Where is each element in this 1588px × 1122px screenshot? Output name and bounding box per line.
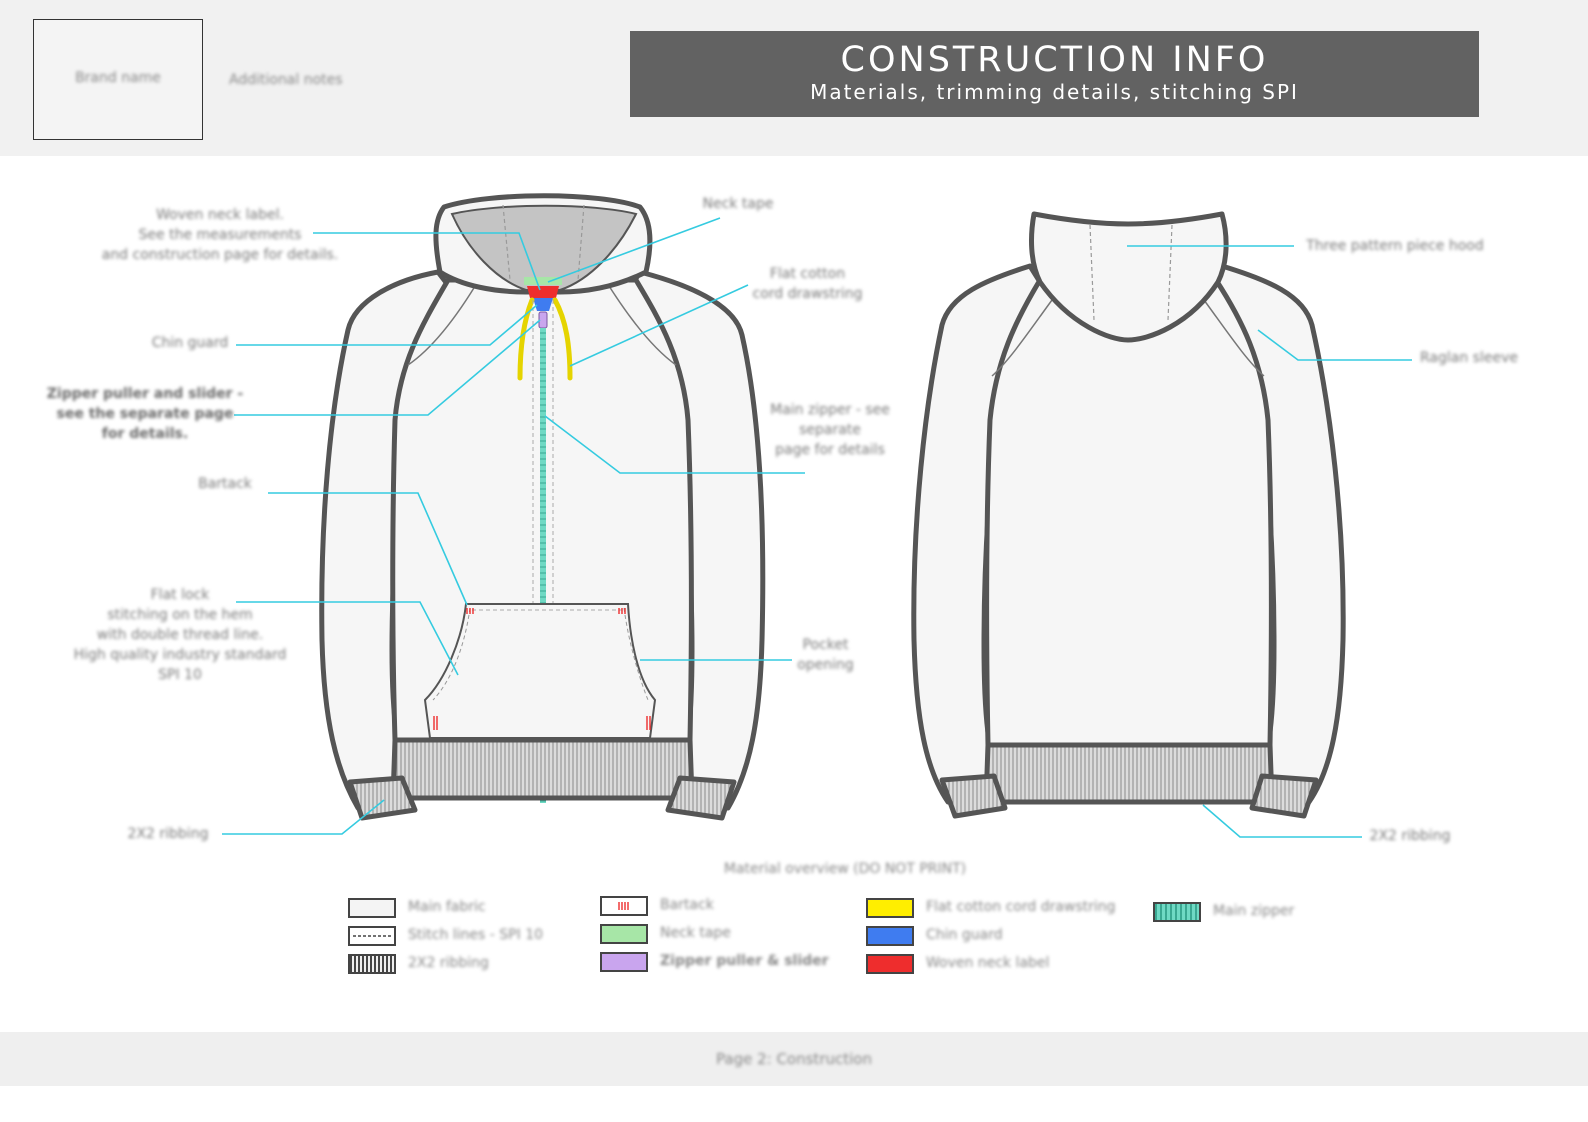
construction-diagram: Woven neck label. See the measurements a… [0, 156, 1588, 1032]
swatch-stitch-lines [348, 926, 396, 946]
callout-woven-neck-label: Woven neck label. See the measurements a… [101, 207, 339, 263]
title-banner: CONSTRUCTION INFO Materials, trimming de… [630, 31, 1479, 117]
back-body [984, 277, 1274, 748]
back-view [911, 211, 1346, 819]
page-subtitle: Materials, trimming details, stitching S… [810, 80, 1299, 104]
legend-title: Material overview (DO NOT PRINT) [723, 861, 967, 877]
callout-pocket-opening: Pocket opening [797, 637, 854, 673]
legend-label: Neck tape [660, 925, 731, 941]
back-left-cuff [939, 773, 1008, 819]
leader-raglan [1257, 329, 1412, 361]
hood-lining [450, 204, 638, 291]
swatch-chin-guard [866, 926, 914, 946]
footer-band: Page 2: Construction [0, 1032, 1588, 1086]
bartack-marks [433, 608, 651, 730]
leader-ribbing-front [222, 799, 385, 835]
swatch-neck-tape [600, 924, 648, 944]
brand-name: Brand name [75, 70, 161, 86]
callout-chin-guard: Chin guard [151, 335, 229, 351]
legend-label: Main zipper [1213, 903, 1295, 919]
callout-bartack: Bartack [198, 476, 252, 492]
chin-guard [533, 298, 553, 311]
swatch-bartack [600, 896, 648, 916]
front-view [319, 193, 766, 821]
legend-label: 2X2 ribbing [408, 955, 489, 971]
additional-notes: Additional notes [229, 72, 343, 88]
swatch-drawstring [866, 898, 914, 918]
zipper-puller [538, 311, 548, 329]
leader-zipper-puller [234, 319, 541, 416]
main-zipper [540, 328, 546, 803]
leader-drawstring [569, 284, 749, 367]
swatch-main-fabric [348, 898, 396, 918]
leader-neck-label [313, 232, 541, 291]
callout-neck-tape: Neck tape [702, 196, 774, 212]
swatch-zipper-puller [600, 952, 648, 972]
header-band: Brand name Additional notes CONSTRUCTION… [0, 0, 1588, 156]
callout-main-zipper: Main zipper - see separate page for deta… [770, 402, 890, 458]
back-hem-ribbing [983, 742, 1275, 805]
legend-label: Flat cotton cord drawstring [926, 899, 1116, 915]
legend-label: Main fabric [408, 899, 486, 915]
back-right-cuff [1249, 773, 1319, 819]
front-left-cuff [347, 775, 418, 821]
leader-chin-guard [236, 304, 538, 346]
page-title: CONSTRUCTION INFO [840, 40, 1269, 80]
leader-main-zipper [544, 415, 805, 474]
leader-flat-lock [236, 601, 459, 676]
front-right-cuff [665, 775, 737, 821]
legend-label: Zipper puller & slider [660, 953, 829, 969]
drawstring-right [552, 297, 573, 381]
swatch-ribbing [348, 954, 396, 974]
callout-raglan-sleeve: Raglan sleeve [1420, 350, 1518, 366]
swatch-woven-neck-label [866, 954, 914, 974]
brand-logo-box: Brand name [33, 19, 203, 140]
woven-neck-label [527, 286, 559, 298]
callout-ribbing-back: 2X2 ribbing [1369, 828, 1451, 844]
swatch-main-zipper [1153, 902, 1201, 922]
page-label: Page 2: Construction [716, 1050, 872, 1068]
callout-lines [222, 217, 1412, 838]
leader-neck-tape [547, 217, 721, 283]
legend-label: Chin guard [926, 927, 1003, 943]
leader-bartack [268, 492, 468, 606]
legend-label: Stitch lines - SPI 10 [408, 927, 544, 943]
callout-three-piece-hood: Three pattern piece hood [1306, 238, 1484, 254]
leader-ribbing-back [1202, 804, 1362, 838]
legend-label: Bartack [660, 897, 714, 913]
callout-flat-lock: Flat lock stitching on the hem with doub… [73, 587, 287, 683]
callout-zipper-puller: Zipper puller and slider - see the separ… [46, 386, 244, 442]
callout-ribbing-front: 2X2 ribbing [127, 826, 209, 842]
neck-tape [524, 277, 562, 285]
callout-drawstring: Flat cotton cord drawstring [752, 266, 863, 302]
legend-label: Woven neck label [926, 955, 1050, 971]
hoodie-flat-sketch [222, 193, 1412, 838]
front-hem-ribbing [390, 737, 695, 801]
